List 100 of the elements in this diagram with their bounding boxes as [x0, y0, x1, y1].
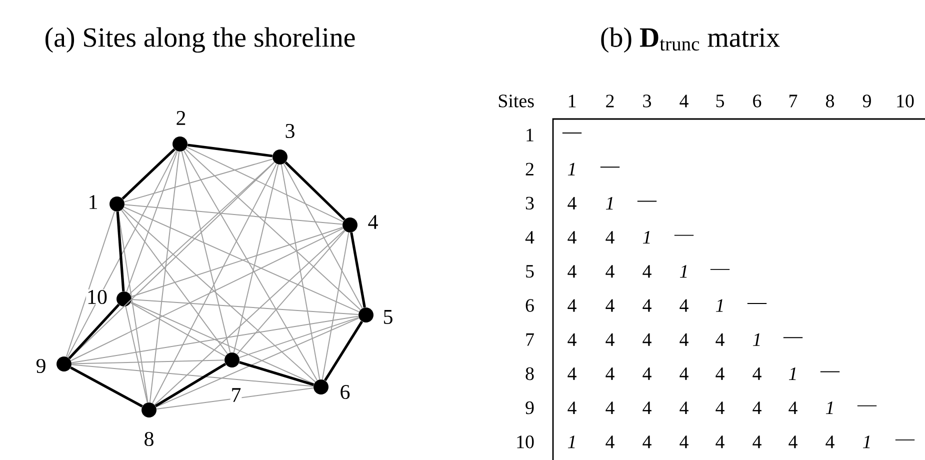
column-header: 10 — [897, 94, 914, 108]
site-number: 8 — [143, 431, 155, 447]
edge-line — [238, 316, 360, 358]
table-cell: 1 — [606, 196, 613, 210]
table-cell: 4 — [568, 299, 576, 312]
shoreline-edge — [187, 144, 273, 158]
row-header: 1 — [526, 128, 534, 142]
table-cell: 4 — [788, 436, 798, 448]
site-dot — [342, 218, 358, 232]
site-dot — [224, 352, 240, 368]
table-cell: — — [895, 439, 915, 440]
row-header: 8 — [526, 367, 534, 380]
table-cell: — — [637, 200, 657, 202]
table-cell: — — [857, 405, 877, 406]
edge-line — [121, 210, 228, 354]
site-dot — [358, 308, 374, 322]
row-header: 9 — [526, 401, 534, 414]
table-cell: 4 — [680, 367, 688, 380]
column-header: 3 — [643, 94, 651, 108]
row-header: 5 — [526, 265, 534, 278]
table-cell: 4 — [680, 436, 688, 448]
table-cell: 4 — [606, 265, 614, 278]
table-cell: — — [600, 166, 620, 168]
site-number: 6 — [339, 384, 351, 400]
edge-line — [152, 163, 277, 404]
edge-line — [130, 226, 344, 298]
table-cell: 4 — [606, 402, 614, 414]
edge-line — [71, 316, 359, 364]
row-header: 10 — [517, 436, 534, 448]
edge-line — [71, 360, 225, 364]
site-number: 3 — [284, 123, 296, 139]
table-cell: 1 — [568, 436, 575, 448]
table-cell: 4 — [568, 231, 576, 244]
row-header: 4 — [525, 231, 534, 244]
table-cell: 4 — [568, 402, 576, 414]
table-cell: 4 — [606, 333, 614, 346]
table-cell: 1 — [642, 231, 650, 244]
edge-line — [70, 228, 344, 362]
table-cell: 4 — [826, 436, 834, 448]
table-header: Sites — [498, 94, 534, 108]
site-number: 4 — [367, 214, 379, 230]
table-cell: 4 — [568, 196, 576, 210]
edge-line — [71, 364, 314, 387]
row-header: 3 — [526, 196, 534, 210]
shoreline-edge — [324, 320, 364, 382]
table-cell: — — [710, 268, 730, 270]
table-cell: 4 — [606, 231, 614, 244]
edge-line — [126, 150, 178, 292]
edge-line — [124, 206, 360, 312]
table-cell: 4 — [680, 299, 688, 312]
edge-line — [156, 318, 360, 408]
edge-line — [125, 306, 148, 403]
site-dot — [110, 196, 124, 212]
table-cell: 4 — [642, 367, 652, 380]
column-header: 4 — [680, 94, 688, 108]
site-number: 10 — [86, 289, 108, 305]
edge-line — [130, 302, 314, 384]
table-cell: 1 — [716, 299, 723, 312]
site-number: 7 — [230, 388, 242, 402]
edge-line — [129, 162, 275, 294]
site-number: 5 — [382, 310, 394, 324]
table-cell: — — [562, 132, 582, 134]
edge-line — [185, 148, 361, 310]
table-cell: 4 — [606, 367, 614, 380]
table-cell: 4 — [752, 402, 762, 414]
table-cell: 4 — [752, 436, 762, 448]
table-cell: 1 — [862, 436, 870, 448]
site-dot — [272, 150, 288, 164]
site-number: 9 — [35, 358, 47, 374]
table-cell: 4 — [642, 299, 652, 312]
table-cell: 1 — [826, 402, 833, 414]
site-dot — [314, 380, 328, 394]
column-header: 5 — [716, 94, 724, 108]
table-cell: 4 — [642, 436, 652, 448]
table-cell: 4 — [716, 402, 724, 414]
edge-line — [124, 158, 274, 202]
edge-line — [283, 163, 363, 309]
edge-line — [280, 164, 320, 380]
edge-line — [186, 146, 344, 222]
edge-line — [322, 232, 350, 380]
column-header: 1 — [568, 94, 576, 108]
site-number: 2 — [175, 110, 187, 126]
row-header: 6 — [526, 299, 534, 312]
site-dot — [56, 356, 72, 372]
table-cell: — — [674, 234, 694, 236]
site-number: 1 — [87, 194, 99, 210]
table-cell: 4 — [680, 402, 688, 414]
edge-line — [156, 388, 314, 410]
edge-line — [154, 230, 345, 406]
panel-title: (a) Sites along the shoreline — [46, 27, 355, 53]
table-cell: 4 — [752, 367, 762, 380]
table-cell: 4 — [568, 333, 576, 346]
edge-line — [124, 204, 343, 225]
table-cell: 1 — [752, 333, 760, 346]
table-cell: — — [783, 337, 803, 338]
table-cell: 4 — [568, 367, 576, 380]
table-cell: 4 — [716, 333, 724, 346]
edge-line — [149, 151, 180, 403]
row-header: 7 — [526, 333, 534, 346]
shoreline-edge — [154, 362, 226, 408]
